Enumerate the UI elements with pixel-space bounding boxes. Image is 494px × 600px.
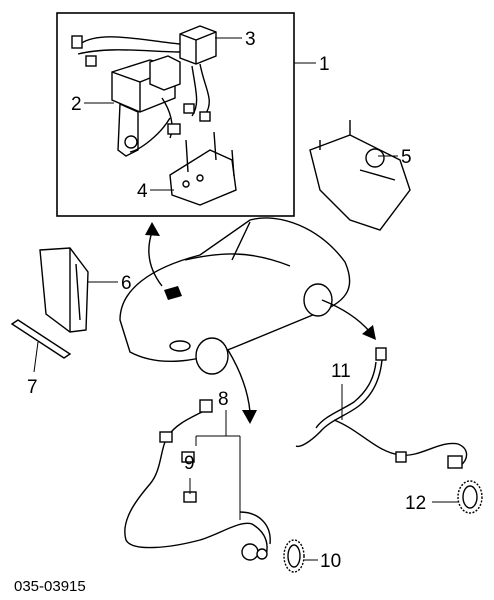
callout-11: 11 [331,361,351,382]
arrows [145,222,376,424]
bracket-4-drawing [169,131,237,206]
callout-9: 9 [184,453,195,474]
brake-lines-harness [71,35,211,153]
callout-7: 7 [27,377,38,398]
hydraulic-unit-drawing [111,55,181,157]
rear-sensor-harness-drawing [295,347,468,469]
callout-2: 2 [71,94,82,115]
abs-assembly-frame [56,12,295,217]
callout-1: 1 [319,54,330,75]
front-sensor-harness-drawing [124,399,271,561]
sensor-ring-12-drawing [457,480,483,514]
callout-3: 3 [245,29,256,50]
callout-8: 8 [218,389,229,410]
callout-6: 6 [121,273,132,294]
callout-4: 4 [137,181,148,202]
diagram-code: 035-03915 [14,578,86,595]
sensor-ring-10-drawing [283,539,305,573]
car-outline-drawing [119,217,351,375]
callout-10: 10 [320,551,341,572]
strip-7-drawing [10,319,72,359]
bracket-5-drawing [309,120,411,231]
callout-5: 5 [401,147,412,168]
callout-12: 12 [405,493,426,514]
module-6-drawing [39,247,89,333]
control-module-drawing [179,25,217,65]
